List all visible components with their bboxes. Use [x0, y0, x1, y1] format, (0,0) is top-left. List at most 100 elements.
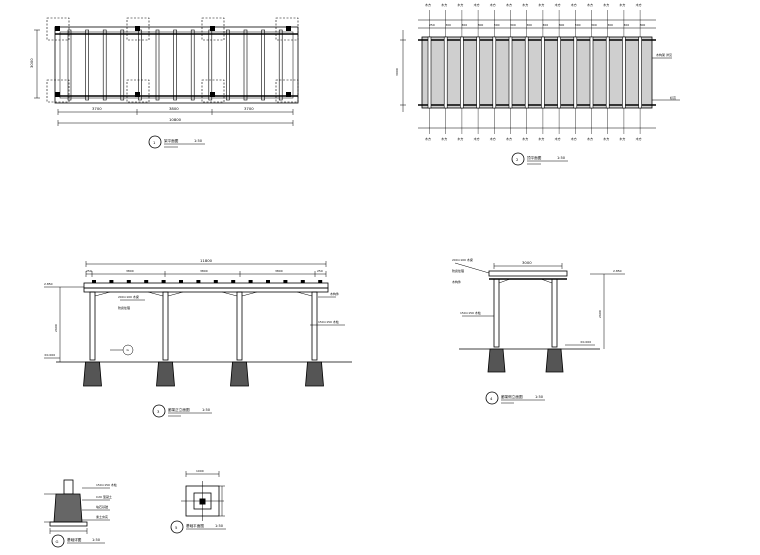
plan-rafter — [226, 29, 230, 101]
front-note-d: 木构件 — [330, 291, 339, 296]
roof-dim-left: 3000 — [395, 68, 399, 76]
roof-top-dim: 300 — [510, 23, 516, 27]
roof-top-dim: 300 — [445, 23, 451, 27]
side-elevation-view: 3000 2.850 2600 ±0.000 200×100 木梁 防腐处理 木… — [452, 257, 625, 405]
roof-rafter — [557, 36, 561, 109]
front-dim-bay-1: 250 — [86, 269, 92, 273]
roof-top-label: 木方 — [603, 2, 609, 7]
roof-number: 2 — [516, 157, 519, 162]
plan-dim-total: 10800 — [169, 117, 182, 122]
plan-rafter — [243, 29, 248, 101]
front-rafter-end — [109, 280, 114, 283]
roof-rafter — [492, 36, 497, 109]
front-footing — [230, 361, 249, 387]
side-note-b: 防腐处理 — [452, 268, 464, 273]
plan-rafter — [190, 29, 195, 101]
side-note-d: 150×150 木柱 — [460, 310, 481, 315]
front-level-top: 2.850 — [44, 282, 53, 286]
roof-bottom-label: 木方 — [490, 136, 496, 141]
front-dim-total: 11800 — [200, 258, 213, 263]
roof-top-dim: 300 — [494, 23, 500, 27]
foundation-detail-view: 150×150 木柱 C20 混凝土 块石基础 素土夯实 G 基础详图 1:50 — [44, 479, 117, 548]
detail-scale: 1:50 — [92, 538, 101, 542]
roof-bottom-label: 木方 — [457, 136, 463, 141]
front-note-b: 防腐处理 — [118, 305, 130, 310]
front-rafter-end — [179, 280, 183, 283]
front-callout-g: G — [127, 348, 130, 352]
plan-rafter — [85, 29, 89, 101]
front-note-c: 150×150 木柱 — [318, 319, 339, 324]
front-footing — [83, 361, 102, 387]
roof-top-label: 木方 — [441, 2, 447, 7]
roof-bottom-label: 木方 — [571, 136, 577, 141]
front-footing — [156, 361, 175, 387]
roof-bottom-label: 木方 — [425, 136, 431, 141]
plan-scale: 1:50 — [194, 139, 203, 143]
roof-top-dim: 300 — [607, 23, 613, 27]
roof-top-dim: 300 — [526, 23, 532, 27]
front-rafter-end — [283, 280, 288, 283]
roof-bottom-label: 木方 — [603, 136, 609, 141]
plan-rafter — [208, 29, 213, 101]
roof-note-1: 木构架 详见 — [656, 52, 672, 57]
front-dim-bay-5: 250 — [317, 269, 323, 273]
roof-rafter — [460, 36, 464, 109]
plan-dim-bay-2: 3800 — [169, 106, 179, 111]
front-rafter-end — [300, 280, 305, 283]
roof-top-label: 木方 — [538, 2, 544, 7]
front-title: 廊架正立面图 — [168, 407, 190, 412]
roof-top-label: 木方 — [636, 2, 642, 7]
roof-bottom-label: 木方 — [636, 136, 642, 141]
roof-bottom-label: 木方 — [587, 136, 593, 141]
plan-rafter — [102, 29, 107, 101]
roof-title: 顶平面图 — [527, 155, 542, 160]
side-scale: 1:50 — [535, 395, 544, 399]
plan-rafter — [120, 29, 125, 101]
plan-view: 3000 3700 3800 3700 10800 1 架平面图 1:50 — [29, 17, 299, 149]
detail-title: 基础详图 — [67, 537, 82, 542]
side-dim-top: 3000 — [522, 260, 532, 265]
detail-note-c: 块石基础 — [96, 504, 108, 509]
side-level-top: 2.850 — [613, 269, 622, 273]
roof-top-label: 木方 — [425, 2, 431, 7]
side-title: 廊架侧立面图 — [501, 394, 523, 399]
front-dim-bay-3: 3800 — [200, 269, 208, 273]
foundation-title: 基础平面图 — [186, 523, 204, 528]
detail-note-b: C20 混凝土 — [96, 494, 112, 499]
roof-top-label: 木方 — [506, 2, 512, 7]
roof-top-dim: 300 — [575, 23, 581, 27]
roof-top-dim: 250 — [429, 23, 435, 27]
plan-rafter — [67, 29, 72, 101]
plan-dim-bay-1: 3700 — [92, 106, 102, 111]
roof-bottom-label: 木方 — [474, 136, 480, 141]
front-rafter-end — [161, 280, 166, 283]
roof-rafter — [605, 36, 610, 109]
roof-plan-view: 木方 250 木方 300 木方 300 木方 300 木方 300 木方 300 木方 300 木方 300… — [395, 2, 680, 166]
roof-top-label: 木方 — [587, 2, 593, 7]
side-note-a: 200×100 木梁 — [452, 257, 473, 262]
front-note-a: 200×100 木梁 — [118, 294, 139, 299]
roof-bottom-label: 木方 — [619, 136, 625, 141]
front-rafter-end — [126, 280, 131, 283]
front-level-ground: ±0.000 — [44, 353, 55, 357]
roof-top-label: 木方 — [457, 2, 463, 7]
roof-top-label: 木方 — [474, 2, 480, 7]
roof-bottom-label: 木方 — [522, 136, 528, 141]
plan-rafter — [138, 29, 142, 101]
side-number: 4 — [490, 396, 493, 401]
detail-note-d: 素土夯实 — [96, 514, 108, 519]
roof-top-dim: 300 — [461, 23, 467, 27]
roof-rafter — [622, 36, 626, 109]
plan-rafter — [173, 29, 177, 101]
detail-note-a: 150×150 木柱 — [96, 482, 117, 487]
front-rafter-end — [266, 280, 270, 283]
plan-rafter — [278, 29, 283, 101]
roof-bottom-label: 木方 — [506, 136, 512, 141]
front-rafter-end — [92, 280, 96, 283]
roof-bottom-label: 木方 — [441, 136, 447, 141]
roof-top-label: 木方 — [522, 2, 528, 7]
roof-top-dim: 300 — [591, 23, 597, 27]
roof-top-label: 木方 — [490, 2, 496, 7]
plan-dim-depth: 3000 — [29, 58, 34, 68]
